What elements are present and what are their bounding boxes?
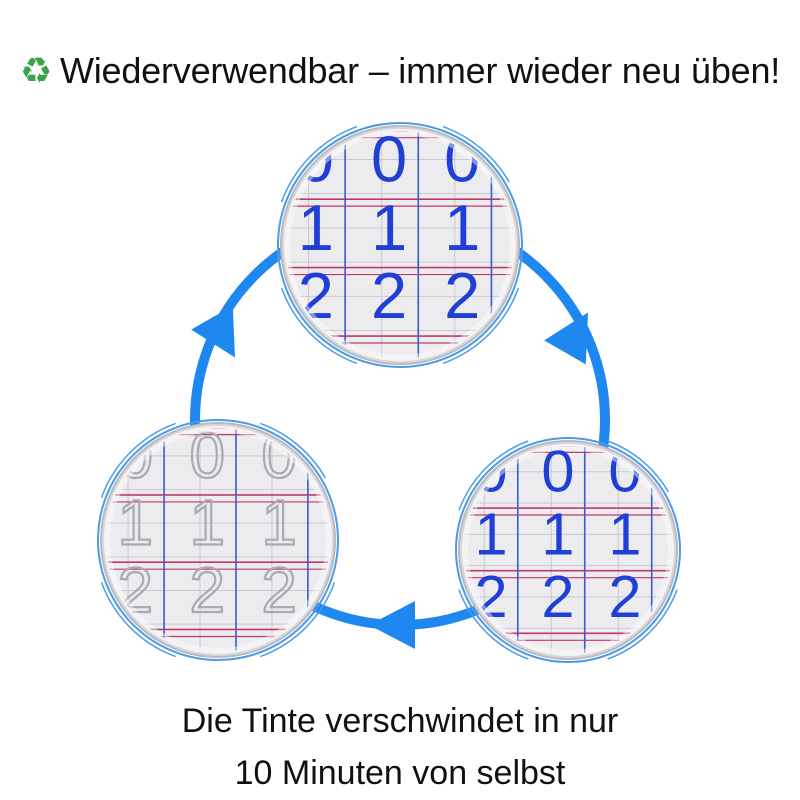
digit-bottom-right-7: 2	[541, 563, 574, 630]
digit-top-3: 1	[298, 191, 334, 264]
arrow-bottom-icon	[369, 601, 415, 649]
arrow-right-icon	[544, 312, 588, 365]
digit-top-4: 1	[371, 191, 407, 264]
digit-bottom-right-4: 1	[541, 500, 574, 567]
digit-top-7: 2	[371, 259, 407, 332]
digit-bottom-right-3: 1	[474, 500, 507, 567]
digit-bottom-right-1: 0	[541, 438, 574, 505]
caption-line-1: Die Tinte verschwindet in nur	[181, 702, 619, 740]
digit-bottom-right-5: 1	[608, 500, 641, 567]
digit-bottom-left-7: 2	[189, 554, 225, 626]
caption-line-2: 10 Minuten von selbst	[234, 754, 566, 792]
digit-bottom-right-8: 2	[608, 563, 641, 630]
digit-bottom-left-4: 1	[189, 487, 225, 559]
headline: ♻Wiederverwendbar – immer wieder neu übe…	[0, 50, 800, 92]
arrow-left-icon	[191, 305, 235, 358]
headline-text: Wiederverwendbar – immer wieder neu üben…	[59, 50, 781, 91]
digit-top-5: 1	[444, 191, 480, 264]
digit-bottom-left-1: 0	[189, 419, 225, 491]
digit-bottom-left-8: 2	[261, 554, 297, 626]
recycle-icon: ♻	[19, 51, 52, 92]
digit-bottom-left-3: 1	[118, 487, 154, 559]
digit-top-8: 2	[444, 259, 480, 332]
digit-bottom-left-5: 1	[261, 487, 297, 559]
digit-top-1: 0	[371, 122, 407, 195]
caption: Die Tinte verschwindet in nur 10 Minuten…	[0, 695, 800, 799]
